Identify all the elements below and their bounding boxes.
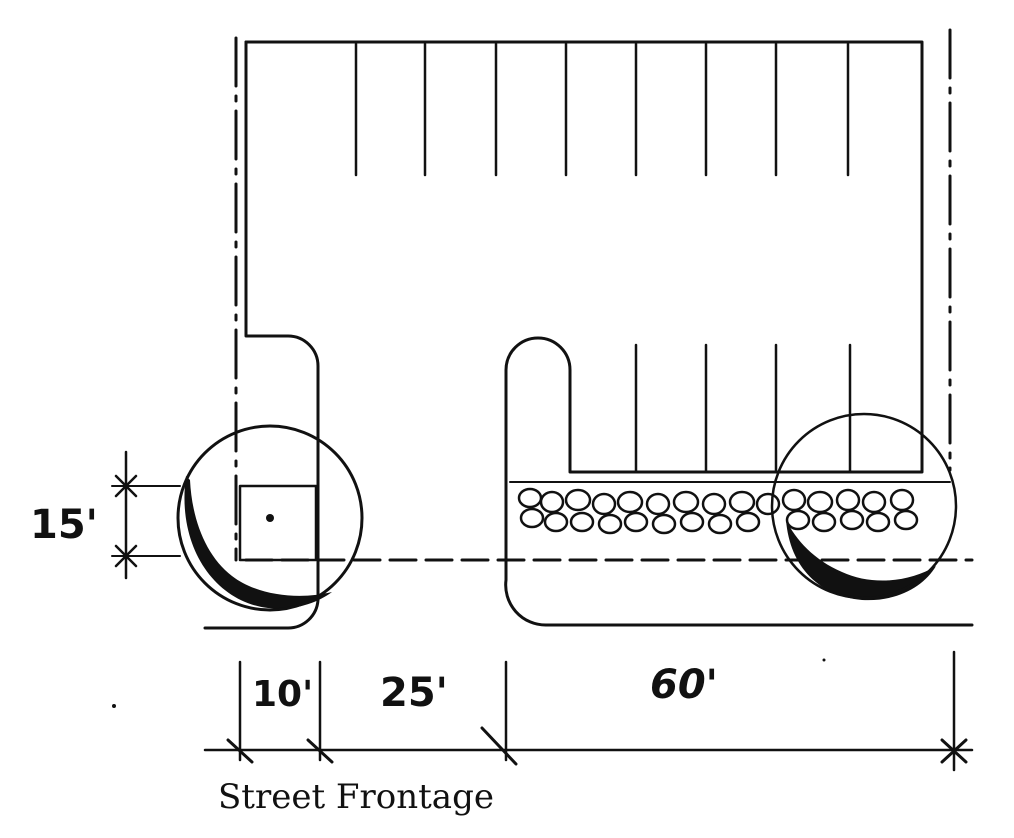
stray-mark [822,658,826,662]
shrub [543,511,569,533]
shrub [569,511,595,533]
shrub [701,492,727,516]
dimension-label-25ft: 25' [380,670,448,716]
tick-mark [114,474,138,498]
shrub [597,513,623,535]
shrub [616,490,644,514]
shrub [785,509,811,531]
shrub [651,513,677,535]
frontage-dimension-line [203,650,974,772]
right-tree [770,412,958,601]
dimension-15ft [111,450,181,580]
dimension-label-15ft: 15' [30,502,98,548]
tree-trunk-dot [266,514,274,522]
left-entry-curb [203,40,320,630]
shrub [865,511,891,533]
shrub [728,490,756,514]
tick-mark [226,738,254,764]
shrub [645,492,671,516]
shrub [519,507,545,529]
shrub [839,509,865,531]
left-tree [176,424,364,612]
shrub [893,509,919,531]
shrub [889,488,915,512]
shrub [811,511,837,533]
shrub [623,511,649,533]
shrub [835,488,861,512]
shrub [806,490,834,514]
dimension-label-10ft: 10' [252,674,313,715]
shrub [672,490,700,514]
shrub [755,492,781,516]
right-tree-shadow [786,520,936,601]
shrub [781,488,807,512]
tick-mark [940,738,968,764]
tick-mark [306,738,334,764]
shrub-hedge [517,487,919,535]
left-tree-canopy [176,424,364,612]
stray-mark [112,704,116,708]
shrub [517,487,543,509]
sight-triangle-box [238,484,318,562]
upper-stall-lines [354,42,850,177]
shrub [539,490,565,514]
shrub [591,492,617,516]
shrub [735,511,761,533]
left-tree-shadow [184,476,332,609]
lower-stall-lines [634,343,852,474]
shrub [564,488,592,512]
tick-mark [480,726,518,766]
shrub [707,513,733,535]
parking-lot-outline [244,40,974,627]
right-tree-canopy [770,412,958,600]
street-frontage-caption: Street Frontage [218,777,494,817]
dimension-label-60ft: 60' [650,662,718,708]
shrub [861,490,887,514]
shrub [679,511,705,533]
tick-mark [114,544,138,568]
